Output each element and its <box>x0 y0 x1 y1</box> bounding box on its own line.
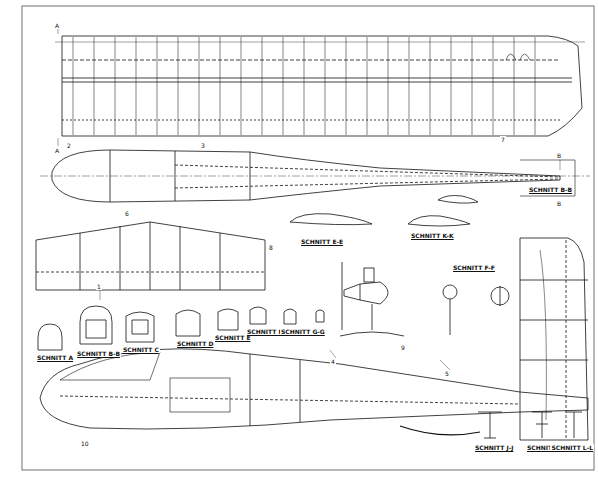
callout-number: 2 <box>66 142 72 149</box>
callout-number: 8 <box>268 244 274 251</box>
engine-pylon <box>340 262 509 336</box>
callout-number: A <box>54 147 60 154</box>
callout-number: B <box>556 200 562 207</box>
wing-plan <box>55 36 585 136</box>
section-label: SCHNITT D <box>176 340 214 347</box>
callout-number: 1 <box>96 283 102 290</box>
fuselage-top-view <box>40 150 590 202</box>
section-label: SCHNITT E <box>214 334 252 341</box>
section-label: SCHNITT L-L <box>550 444 594 451</box>
callout-number: 3 <box>200 142 206 149</box>
section-label: SCHNITT F-F <box>452 264 496 271</box>
callout-number: 4 <box>330 358 336 365</box>
fuselage-side-view <box>40 349 588 435</box>
airfoil-section <box>290 196 478 227</box>
section-label: SCHNITT B-B <box>528 186 573 193</box>
section-label: SCHNITT G-G <box>280 328 326 335</box>
callout-number: 10 <box>80 440 90 447</box>
tail-fittings <box>478 412 582 438</box>
callout-number: 6 <box>124 210 130 217</box>
section-label: SCHNITT B-B <box>76 350 121 357</box>
callout-number: 9 <box>400 344 406 351</box>
callout-number: 5 <box>444 370 450 377</box>
section-label: SCHNITT E-E <box>300 238 344 245</box>
stabilizer-plan <box>36 222 265 290</box>
fin-side-view <box>520 238 588 440</box>
callout-number: B <box>556 152 562 159</box>
section-label: SCHNITT A <box>36 354 74 361</box>
sheet-border <box>22 6 594 470</box>
section-label: SCHNITT J-J <box>474 444 514 451</box>
leader-lines <box>58 28 560 370</box>
callout-number: 7 <box>500 136 506 143</box>
callout-number: A <box>54 22 60 29</box>
section-label: SCHNITT K-K <box>410 232 455 239</box>
section-label: SCHNITT C <box>122 346 160 353</box>
